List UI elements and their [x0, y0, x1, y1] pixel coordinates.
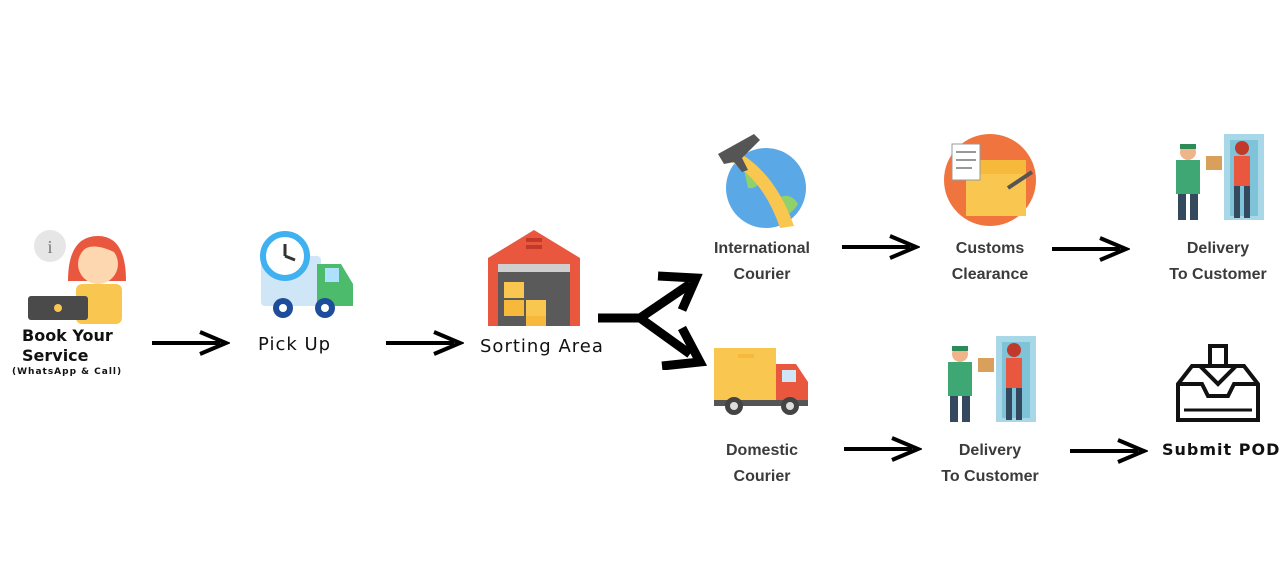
delivery-bottom-line2: To Customer	[941, 468, 1039, 485]
customs-line2: Clearance	[951, 266, 1029, 283]
delivery-top-line2: To Customer	[1169, 266, 1267, 283]
pickup-label: Pick Up	[258, 334, 332, 355]
book-line2: Service	[22, 346, 89, 365]
book-sub: (WhatsApp & Call)	[12, 367, 123, 377]
customer-service-agent-icon: i	[28, 230, 126, 324]
svg-text:i: i	[47, 237, 52, 257]
book-line1: Book Your	[22, 326, 113, 345]
split-arrow	[598, 271, 708, 370]
arrow-book-to-pickup	[152, 330, 230, 356]
customs-line1: Customs	[955, 240, 1025, 257]
delivery-truck-clock-icon	[260, 231, 353, 318]
arrow-international-to-customs	[842, 234, 920, 260]
delivery-bottom-line1: Delivery	[958, 442, 1022, 459]
airplane-globe-icon	[718, 134, 806, 228]
arrow-pickup-to-sorting	[386, 330, 464, 356]
domestic-line2: Courier	[733, 468, 791, 485]
international-line2: Courier	[733, 266, 791, 283]
courier-delivery-icon	[1176, 134, 1264, 220]
delivery-top-line1: Delivery	[1186, 240, 1250, 257]
customs-box-icon	[944, 134, 1036, 226]
domestic-truck-icon	[714, 348, 808, 415]
submit-pod-label: Submit POD	[1162, 440, 1280, 459]
international-line1: International	[713, 240, 810, 257]
submit-inbox-icon	[1176, 344, 1260, 422]
warehouse-icon	[488, 230, 580, 326]
arrow-domestic-to-delivery	[844, 436, 922, 462]
arrow-customs-to-delivery	[1052, 236, 1130, 262]
courier-delivery-icon	[948, 336, 1036, 422]
domestic-line1: Domestic	[725, 442, 799, 459]
sorting-label: Sorting Area	[480, 336, 604, 357]
arrow-delivery-to-pod	[1070, 438, 1148, 464]
